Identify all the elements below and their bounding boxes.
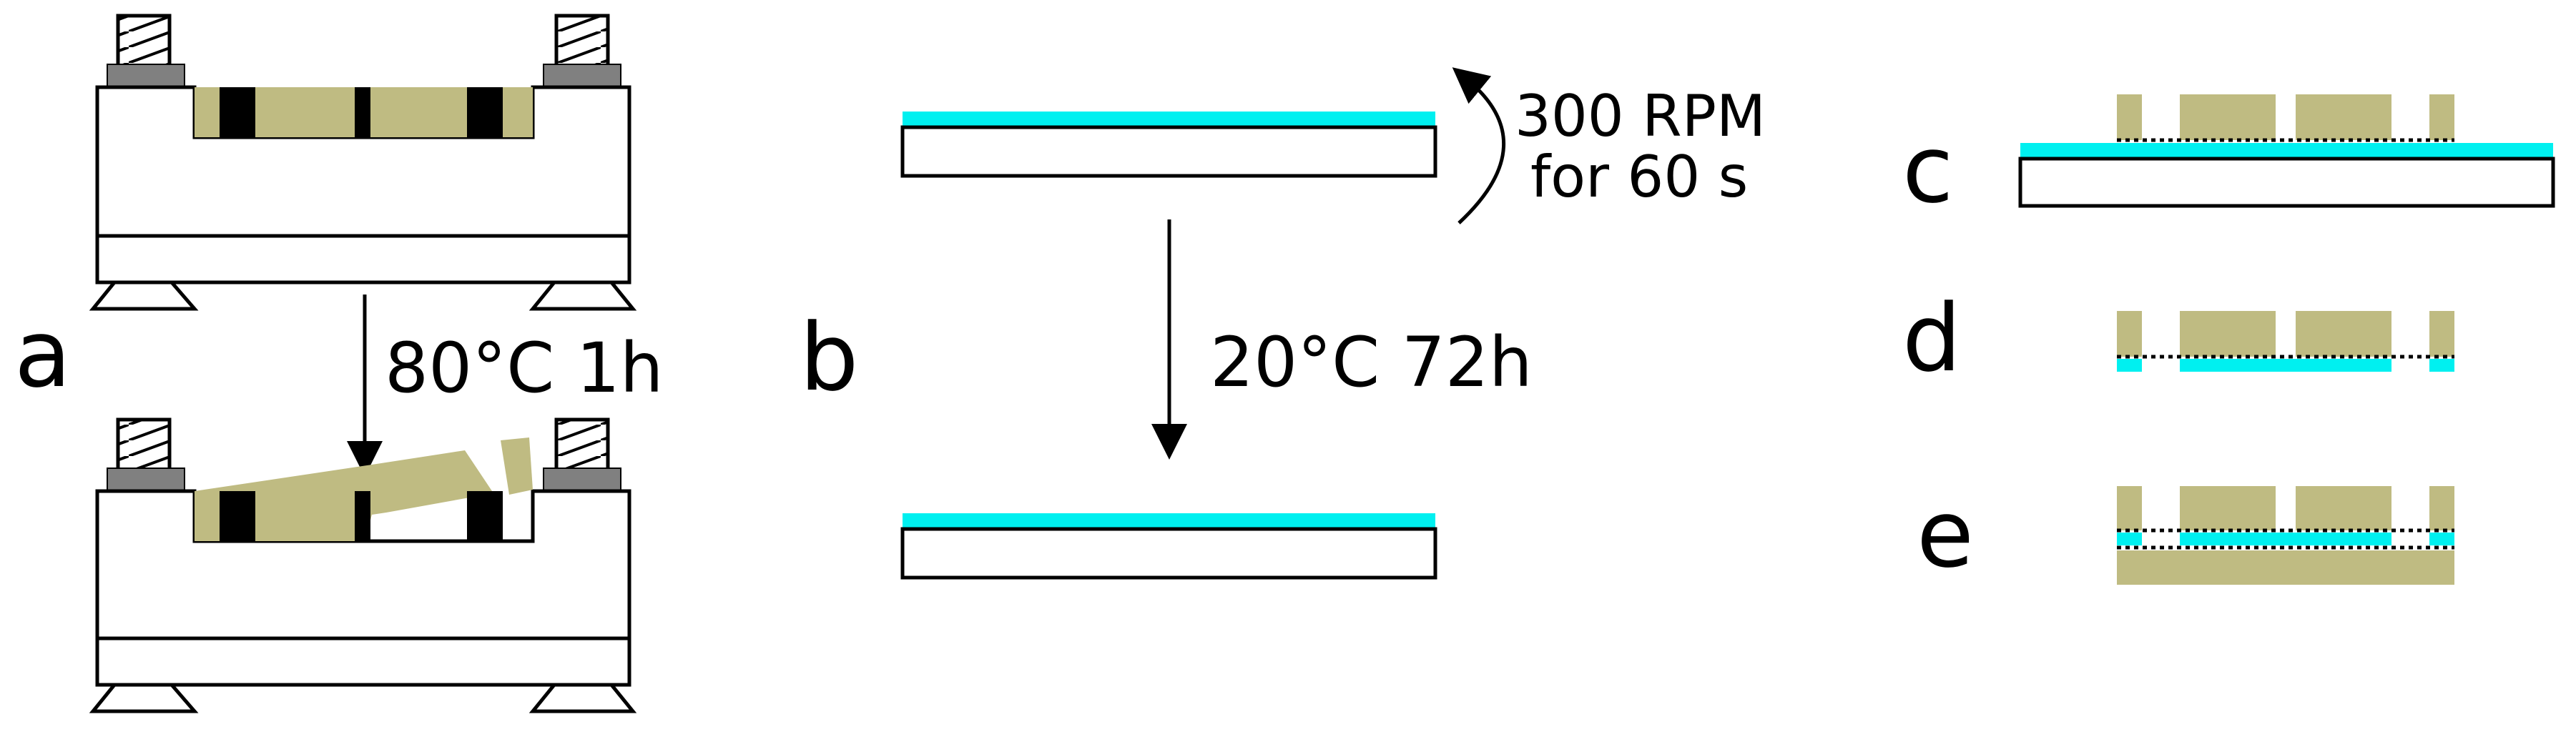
substrate bbox=[2018, 157, 2555, 208]
mold-base bbox=[95, 234, 631, 285]
panel-e: e bbox=[1917, 480, 2454, 588]
polymer-block bbox=[2429, 311, 2454, 357]
screw-right bbox=[554, 417, 610, 472]
panel-c: c bbox=[1902, 94, 2555, 224]
panel-b: b 300 RPM for 60 s 20°C 72h bbox=[800, 67, 1766, 580]
polymer-block bbox=[2180, 94, 2276, 140]
substrate bbox=[900, 125, 1437, 178]
polymer-block bbox=[2117, 311, 2142, 357]
screw-left bbox=[116, 417, 172, 472]
mold-after bbox=[89, 417, 637, 713]
screw-left bbox=[116, 14, 172, 68]
spacer-block bbox=[467, 491, 503, 541]
foot-right bbox=[529, 280, 637, 311]
polymer-block bbox=[2296, 486, 2391, 530]
rotation-arrow bbox=[1452, 67, 1506, 224]
clamp-right bbox=[543, 64, 621, 88]
polymer-block bbox=[2180, 311, 2276, 357]
spacer-block bbox=[355, 87, 370, 137]
panel-label-e: e bbox=[1917, 480, 1974, 588]
foot-left bbox=[89, 280, 199, 311]
coating-segment bbox=[2180, 533, 2391, 545]
polymer-block bbox=[2429, 94, 2454, 140]
polymer-block bbox=[2117, 94, 2142, 140]
panel-label-a: a bbox=[14, 300, 72, 408]
coating-segment bbox=[2117, 359, 2142, 372]
coating-segment bbox=[2117, 533, 2142, 545]
polymer-block bbox=[2117, 486, 2142, 530]
mold-base bbox=[95, 636, 631, 687]
spin-time-label: for 60 s bbox=[1530, 144, 1748, 210]
coating-layer bbox=[903, 112, 1435, 127]
polymer-block bbox=[2180, 486, 2276, 530]
clamp-left bbox=[107, 64, 185, 88]
coating-layer bbox=[2020, 143, 2553, 159]
substrate-bottom bbox=[900, 513, 1437, 580]
polymer-strip-tip bbox=[501, 437, 533, 495]
foot-left bbox=[89, 683, 199, 713]
polymer-block bbox=[2296, 94, 2391, 140]
foot-right bbox=[529, 683, 637, 713]
coating-layer bbox=[903, 513, 1435, 529]
panel-d: d bbox=[1902, 284, 2454, 392]
polymer-strip-curved bbox=[195, 450, 493, 541]
coating-segment bbox=[2429, 359, 2454, 372]
panel-a: 80°C 1h a bbox=[14, 14, 664, 713]
polymer-block bbox=[2429, 486, 2454, 530]
spin-speed-label: 300 RPM bbox=[1515, 83, 1766, 149]
screw-right bbox=[554, 14, 610, 68]
panel-b-step-label: 20°C 72h bbox=[1210, 322, 1533, 402]
mold-before bbox=[89, 14, 637, 311]
coating-segment bbox=[2180, 359, 2391, 372]
polymer-backing bbox=[2117, 550, 2454, 585]
panel-a-step-label: 80°C 1h bbox=[385, 328, 664, 408]
polymer-block bbox=[2296, 311, 2391, 357]
panel-label-d: d bbox=[1902, 284, 1962, 392]
spacer-block bbox=[355, 491, 370, 541]
substrate bbox=[900, 527, 1437, 580]
spacer-block bbox=[220, 491, 255, 541]
spacer-block bbox=[220, 87, 255, 137]
clamp-left bbox=[107, 468, 185, 492]
substrate-top bbox=[900, 112, 1437, 178]
panel-label-b: b bbox=[800, 303, 859, 412]
spacer-block bbox=[467, 87, 503, 137]
clamp-right bbox=[543, 468, 621, 492]
panel-label-c: c bbox=[1902, 115, 1953, 224]
coating-segment bbox=[2429, 533, 2454, 545]
